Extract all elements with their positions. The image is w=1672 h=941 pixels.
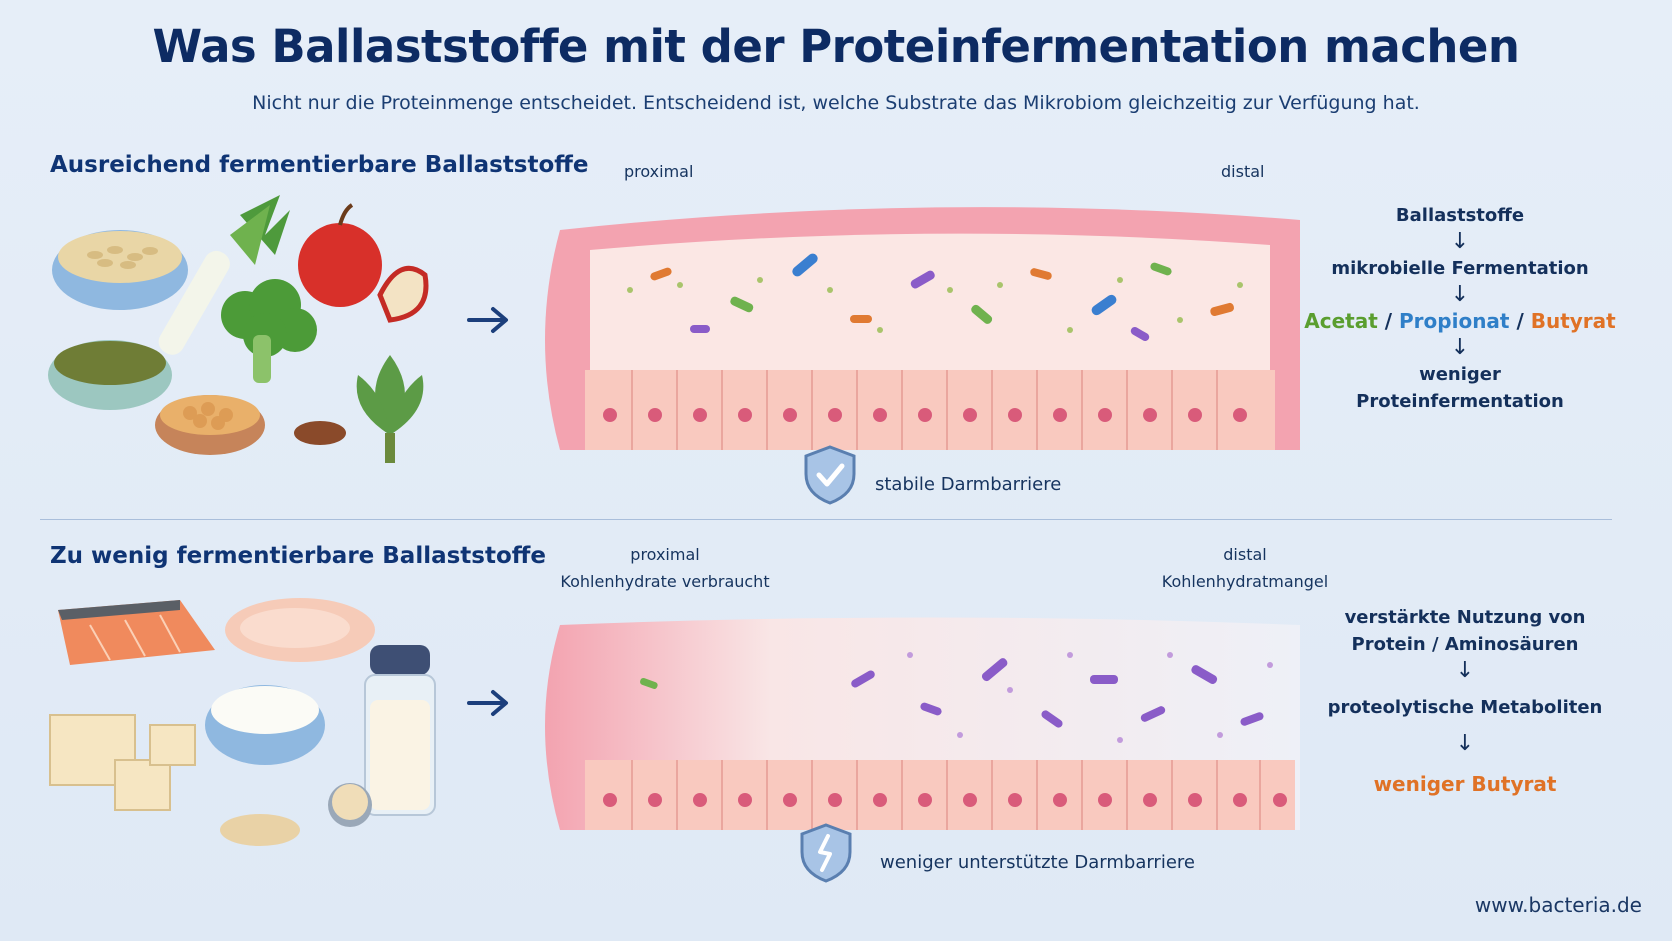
arrow-to-gut-top	[467, 307, 508, 333]
footer-url: www.bacteria.de	[1474, 893, 1642, 917]
scfa-separator-2: /	[1509, 309, 1531, 333]
scfa-butyrat: Butyrat	[1530, 309, 1616, 333]
scfa-acetat: Acetat	[1304, 309, 1378, 333]
flow-bottom-arrow-2: ↓	[1455, 731, 1475, 756]
section-heading-low-fiber: Zu wenig fermentierbare Ballaststoffe	[50, 543, 547, 569]
scfa-propionat: Propionat	[1399, 309, 1510, 333]
barrier-label-bottom: weniger unterstützte Darmbarriere	[880, 852, 1195, 873]
protein-foods-illustration	[49, 598, 436, 846]
flow-bottom-step3: weniger Butyrat	[1373, 772, 1557, 796]
label-distal-note: Kohlenhydratmangel	[1161, 572, 1329, 591]
arrow-to-gut-bottom	[467, 690, 508, 716]
flow-top: Ballaststoffe ↓ mikrobielle Fermentation…	[1300, 202, 1620, 415]
label-proximal-bottom: proximal	[630, 545, 700, 564]
flow-top-arrow-2: ↓	[1450, 282, 1470, 307]
flow-bottom: verstärkte Nutzung von Protein / Aminosä…	[1300, 604, 1630, 798]
flow-bottom-step1a: verstärkte Nutzung von	[1344, 607, 1586, 628]
shield-check-icon	[804, 445, 856, 505]
flow-top-step3: Acetat / Propionat / Butyrat	[1300, 308, 1620, 335]
flow-top-arrow-1: ↓	[1450, 229, 1470, 254]
flow-top-step1: Ballaststoffe	[1395, 205, 1525, 226]
section-heading-fiber: Ausreichend fermentierbare Ballaststoffe	[50, 152, 589, 178]
flow-bottom-step1b: Protein / Aminosäuren	[1351, 634, 1579, 655]
scfa-separator-1: /	[1377, 309, 1400, 333]
gut-illustration-bottom	[545, 617, 1300, 830]
gut-illustration-top	[545, 207, 1300, 450]
flow-top-arrow-3: ↓	[1450, 335, 1470, 360]
barrier-label-top: stabile Darmbarriere	[875, 474, 1062, 495]
flow-bottom-step2: proteolytische Metaboliten	[1327, 697, 1603, 718]
fiber-foods-illustration	[48, 195, 429, 463]
label-proximal-top: proximal	[624, 162, 694, 181]
label-distal-top: distal	[1221, 162, 1265, 181]
shield-crack-icon	[800, 823, 852, 883]
label-proximal-note: Kohlenhydrate verbraucht	[560, 572, 770, 591]
flow-top-step4a: weniger	[1419, 364, 1501, 385]
label-distal-bottom: distal	[1223, 545, 1267, 564]
flow-bottom-arrow-1: ↓	[1455, 658, 1475, 683]
page-subtitle: Nicht nur die Proteinmenge entscheidet. …	[252, 92, 1420, 114]
page-title: Was Ballaststoffe mit der Proteinferment…	[152, 20, 1520, 73]
flow-top-step2: mikrobielle Fermentation	[1331, 258, 1589, 279]
flow-top-step4b: Proteinfermentation	[1356, 391, 1564, 412]
section-divider	[40, 519, 1612, 520]
